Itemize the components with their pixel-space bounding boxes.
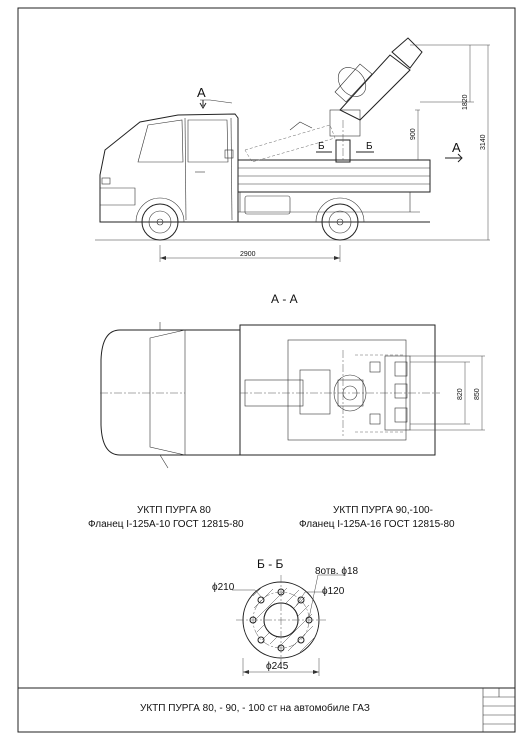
caption-right-line1: УКТП ПУРГА 90,-100-: [333, 505, 433, 516]
cut-mark-b-right: Б: [366, 141, 373, 152]
label-d210: ϕ210: [212, 582, 235, 593]
caption-left-line1: УКТП ПУРГА 80: [137, 505, 211, 516]
dim-1820: 1820: [462, 94, 469, 110]
sheet-frame: [17, 7, 516, 733]
top-view-truck: [100, 322, 485, 469]
label-d245: ϕ245: [266, 661, 289, 672]
label-holes: 8отв. ϕ18: [315, 566, 359, 577]
caption-right-line2: Фланец I-125А-16 ГОСТ 12815-80: [299, 519, 455, 530]
dim-900: 900: [410, 128, 417, 140]
side-view-truck: [95, 37, 490, 241]
section-mark-a-left: А: [197, 85, 206, 100]
section-title-b-b: Б - Б: [257, 557, 284, 571]
side-view-dimensions: [159, 44, 490, 262]
section-mark-a-right: А: [452, 140, 461, 155]
dim-3140: 3140: [480, 134, 487, 150]
caption-left-line2: Фланец I-125А-10 ГОСТ 12815-80: [88, 519, 244, 530]
section-title-a-a: А - А: [271, 292, 298, 306]
cut-mark-b-left: Б: [318, 141, 325, 152]
dim-820: 820: [457, 388, 464, 400]
label-d120: ϕ120: [322, 586, 345, 597]
section-arrow-a-right: [445, 153, 463, 163]
dim-2900: 2900: [240, 251, 256, 258]
dim-850: 850: [474, 388, 481, 400]
section-arrow-a-left: [199, 100, 207, 109]
title-block-text: УКТП ПУРГА 80, - 90, - 100 ст на автомоб…: [140, 702, 370, 714]
flange-drawing: [232, 574, 346, 676]
